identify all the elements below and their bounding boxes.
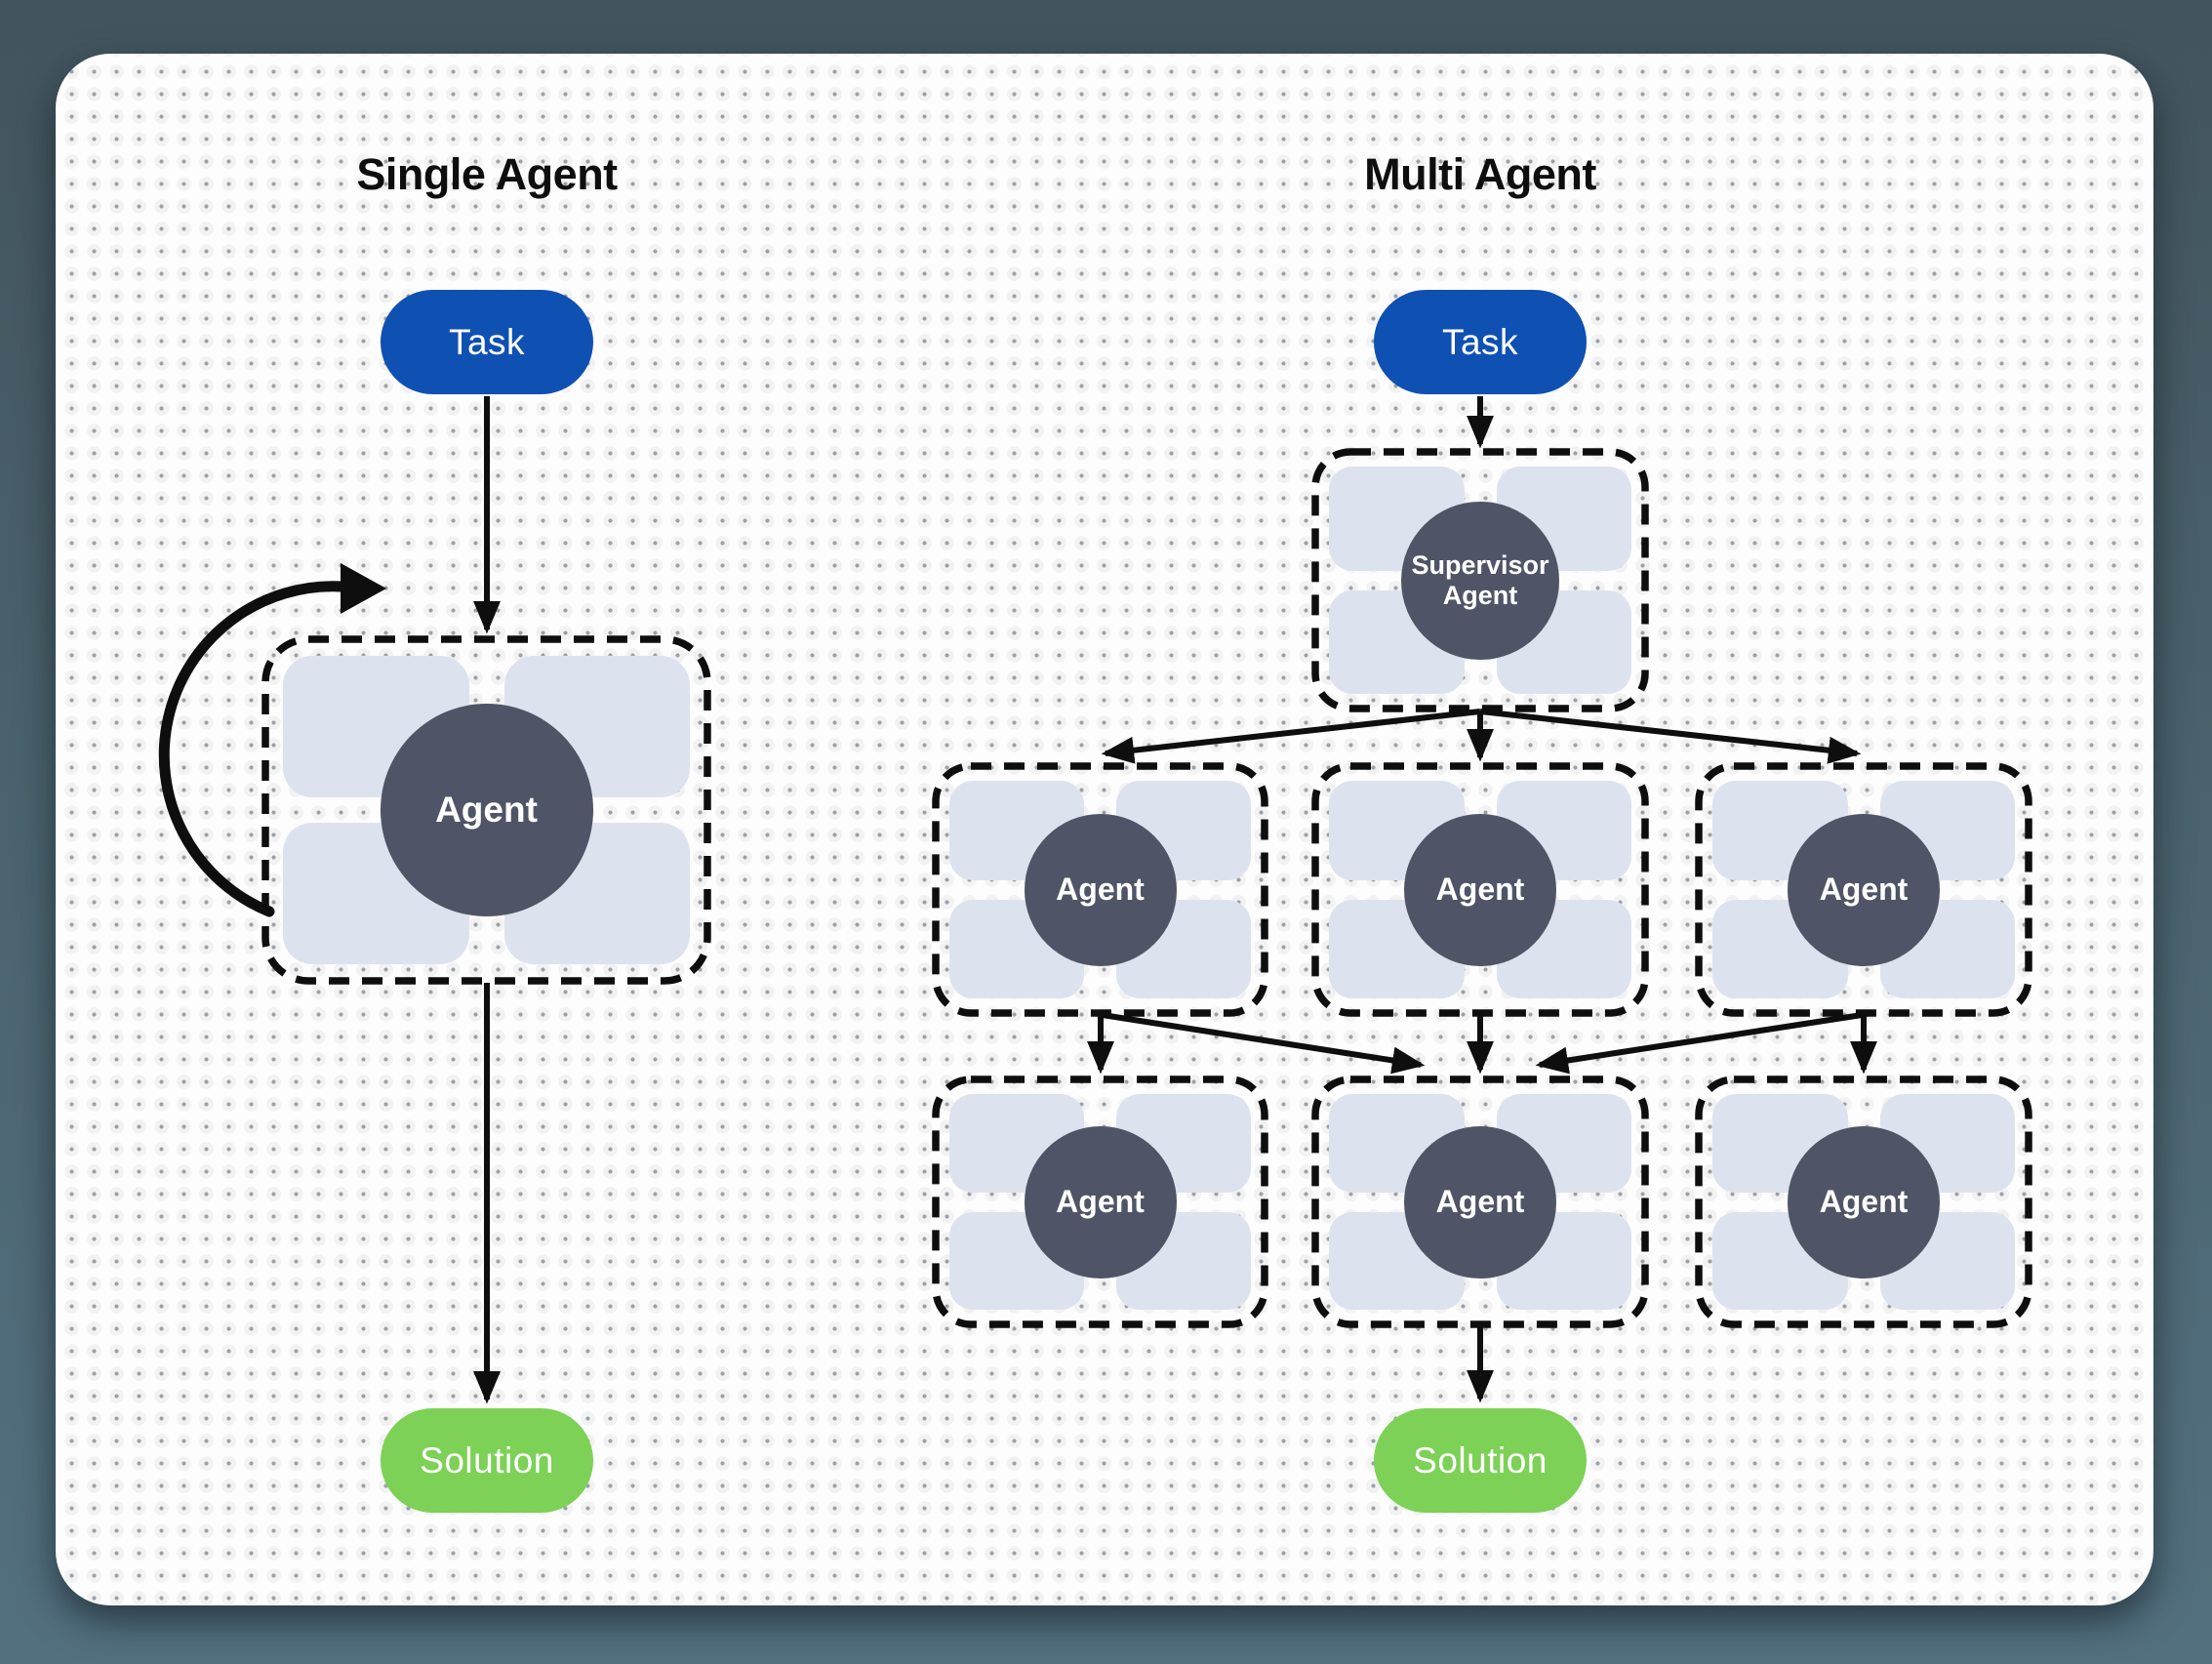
worker-agent-circle: Agent: [1404, 813, 1556, 966]
supervisor-agent-box: Supervisor Agent: [1315, 452, 1645, 709]
worker-agent-box-r1c2: Agent: [1315, 766, 1645, 1013]
multi-agent-title: Multi Agent: [1364, 149, 1596, 199]
single-agent-circle: Agent: [380, 704, 593, 916]
single-agent-title: Single Agent: [356, 149, 618, 199]
worker-agent-circle: Agent: [1024, 1125, 1177, 1278]
worker-agent-box-r1c1: Agent: [936, 766, 1265, 1013]
worker-agent-circle: Agent: [1404, 1125, 1556, 1278]
worker-agent-box-r2c2: Agent: [1315, 1079, 1645, 1324]
worker-agent-circle: Agent: [1788, 813, 1940, 966]
multi-solution-node: Solution: [1374, 1408, 1587, 1513]
single-solution-node: Solution: [381, 1408, 593, 1513]
multi-task-node: Task: [1374, 290, 1587, 394]
single-agent-box: Agent: [265, 639, 707, 981]
worker-agent-box-r2c1: Agent: [936, 1079, 1265, 1324]
single-task-node: Task: [381, 290, 593, 394]
worker-agent-circle: Agent: [1024, 813, 1177, 966]
supervisor-agent-circle: Supervisor Agent: [1401, 501, 1559, 660]
worker-agent-box-r2c3: Agent: [1699, 1079, 2029, 1324]
worker-agent-circle: Agent: [1788, 1125, 1940, 1278]
worker-agent-box-r1c3: Agent: [1699, 766, 2029, 1013]
